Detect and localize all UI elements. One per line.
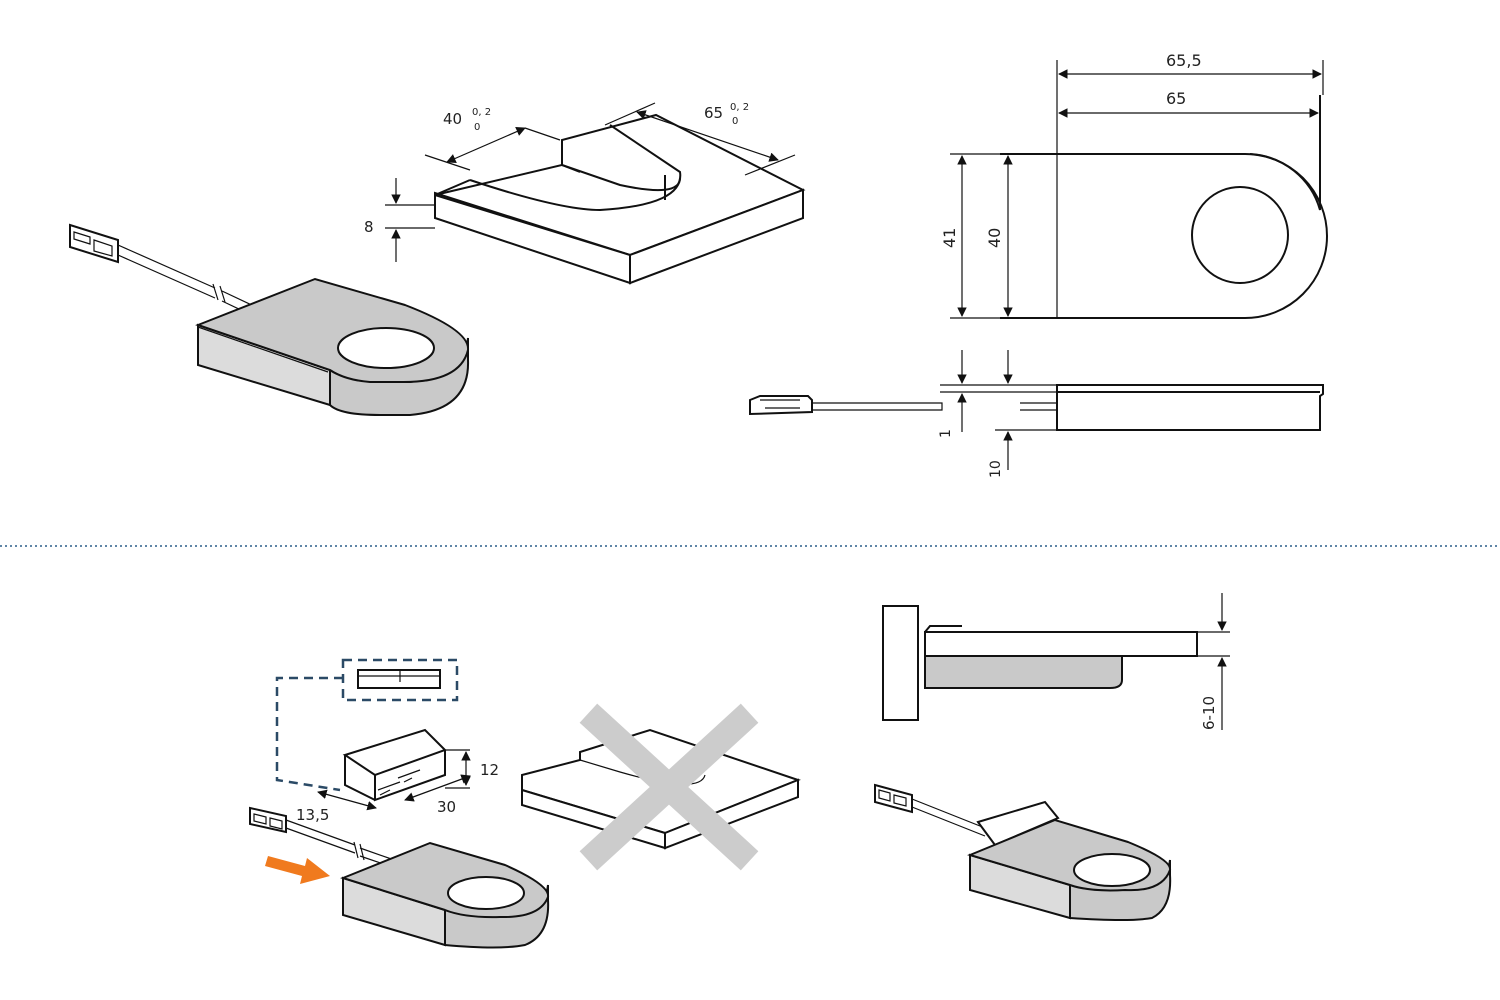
cross-icon: [579, 703, 759, 871]
light-with-clip-isometric: [874, 783, 1172, 921]
dim-clip-width: 30: [437, 798, 456, 816]
cable: [117, 244, 276, 321]
clip-callout-box: [341, 658, 459, 702]
dim-cutout-length-tol-lower: 0: [732, 116, 738, 127]
dim-overall-length: 65,5: [1166, 51, 1202, 70]
dim-panel-thickness-range: 6-10: [1200, 696, 1218, 730]
dim-body-length: 65: [1166, 89, 1186, 108]
dim-cutout-length: 65: [704, 104, 723, 122]
dim-clip-depth: 13,5: [296, 806, 329, 824]
dim-cutout-length-tol-upper: 0, 2: [730, 102, 749, 113]
dim-cutout-width: 40: [443, 110, 462, 128]
dim-overall-width: 41: [940, 228, 959, 248]
dim-body-width: 40: [985, 228, 1004, 248]
plan-view-drawing: 65,5 65 41 40: [940, 51, 1328, 319]
dim-clip-height: 12: [480, 761, 499, 779]
dim-flange-thickness: 1: [938, 429, 954, 438]
dim-body-height: 10: [988, 460, 1004, 478]
slide-direction-arrow: [265, 856, 330, 884]
cutout-panel-diagram: 40 0, 2 0 65 0, 2 0 8: [364, 102, 806, 285]
dim-cutout-width-tol-lower: 0: [474, 122, 480, 133]
dim-cutout-width-tol-upper: 0, 2: [472, 107, 491, 118]
panel-mount-side-view: 6-10: [882, 593, 1230, 730]
side-view-drawing: 1 10: [749, 350, 1324, 478]
not-allowed-recess-diagram: [521, 703, 801, 871]
dim-cutout-depth: 8: [364, 218, 374, 236]
surface-mount-clip-diagram: 12 13,5 30: [249, 658, 550, 949]
light-unit-isometric: [69, 223, 470, 416]
connector-plug: [69, 223, 119, 264]
